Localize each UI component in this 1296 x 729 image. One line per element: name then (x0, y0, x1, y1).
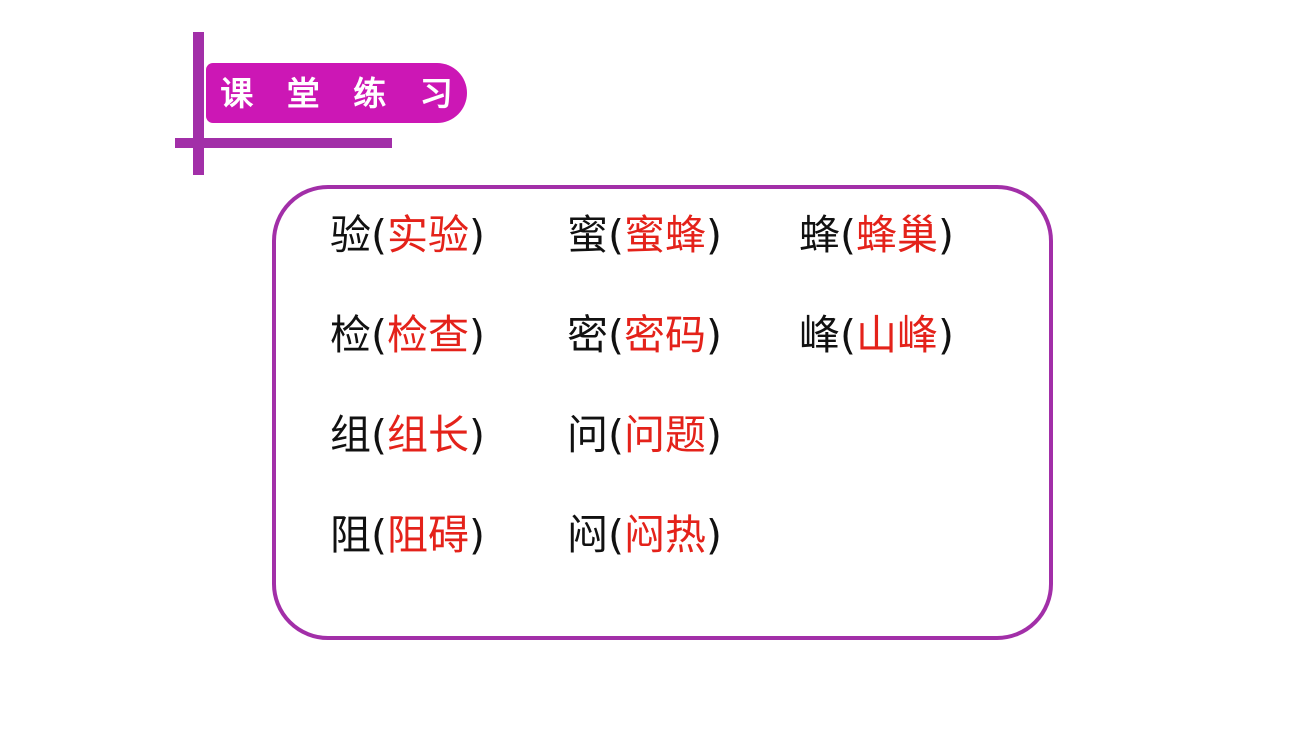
word-paren-close: ) (706, 311, 722, 359)
word-cell: 闷(闷热) (567, 515, 799, 556)
word-paren-close: ) (706, 211, 722, 259)
word-paren-close: ) (469, 211, 485, 259)
vertical-accent-line (193, 32, 204, 175)
word-paren-close: ) (469, 411, 485, 459)
exercise-panel (272, 185, 1053, 640)
word-highlight: 问题 (624, 411, 706, 459)
word-base-char: 组 (330, 411, 371, 459)
word-cell: 密(密码) (567, 315, 799, 356)
word-base-char: 蜂 (799, 211, 840, 259)
word-paren-close: ) (938, 311, 954, 359)
word-highlight: 蜂巢 (856, 211, 938, 259)
word-paren-close: ) (469, 311, 485, 359)
word-cell: 组(组长) (330, 415, 567, 456)
table-row: 验(实验) 蜜(蜜蜂) 蜂(蜂巢) (330, 215, 1030, 315)
word-highlight: 蜜蜂 (624, 211, 706, 259)
word-base-char: 问 (567, 411, 608, 459)
table-row: 阻(阻碍) 闷(闷热) (330, 515, 1030, 607)
word-cell: 蜜(蜜蜂) (567, 215, 799, 256)
word-paren-open: ( (608, 311, 624, 359)
word-paren-open: ( (840, 311, 856, 359)
word-paren-open: ( (608, 511, 624, 559)
word-base-char: 峰 (799, 311, 840, 359)
word-grid: 验(实验) 蜜(蜜蜂) 蜂(蜂巢) 检(检查) 密(密码) 峰(山峰) 组(组长… (330, 215, 1030, 607)
word-cell: 检(检查) (330, 315, 567, 356)
word-paren-close: ) (469, 511, 485, 559)
title-badge: 课 堂 练 习 (206, 63, 467, 123)
word-paren-close: ) (938, 211, 954, 259)
word-paren-open: ( (371, 411, 387, 459)
word-highlight: 检查 (387, 311, 469, 359)
word-cell: 阻(阻碍) (330, 515, 567, 556)
word-paren-open: ( (371, 511, 387, 559)
word-base-char: 阻 (330, 511, 371, 559)
page-title: 课 堂 练 习 (220, 73, 464, 113)
word-paren-open: ( (371, 311, 387, 359)
word-base-char: 验 (330, 211, 371, 259)
horizontal-accent-line (175, 138, 392, 148)
word-paren-open: ( (840, 211, 856, 259)
word-paren-open: ( (608, 211, 624, 259)
word-highlight: 密码 (624, 311, 706, 359)
word-highlight: 阻碍 (387, 511, 469, 559)
word-paren-close: ) (706, 411, 722, 459)
word-base-char: 密 (567, 311, 608, 359)
table-row: 组(组长) 问(问题) (330, 415, 1030, 515)
word-base-char: 蜜 (567, 211, 608, 259)
word-highlight: 山峰 (856, 311, 938, 359)
word-base-char: 检 (330, 311, 371, 359)
word-cell: 蜂(蜂巢) (799, 215, 1030, 256)
word-cell: 验(实验) (330, 215, 567, 256)
word-highlight: 实验 (387, 211, 469, 259)
word-paren-close: ) (706, 511, 722, 559)
word-base-char: 闷 (567, 511, 608, 559)
word-highlight: 闷热 (624, 511, 706, 559)
word-highlight: 组长 (387, 411, 469, 459)
word-cell: 峰(山峰) (799, 315, 1030, 356)
word-paren-open: ( (608, 411, 624, 459)
word-paren-open: ( (371, 211, 387, 259)
word-cell: 问(问题) (567, 415, 799, 456)
table-row: 检(检查) 密(密码) 峰(山峰) (330, 315, 1030, 415)
